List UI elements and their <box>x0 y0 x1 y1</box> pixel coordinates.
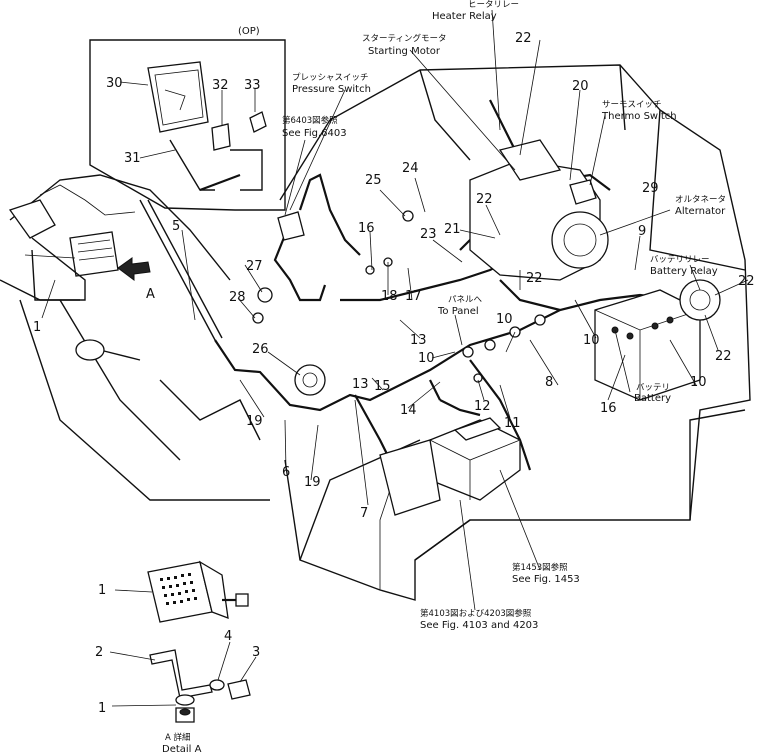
starting-motor-label: Starting Motor <box>368 46 441 57</box>
starting-motor-jp: スターティングモータ <box>362 33 447 44</box>
option-inset: (OP) <box>89 26 286 211</box>
detail-washer <box>209 679 225 691</box>
heater-relay-label: Heater Relay <box>432 11 497 22</box>
pressure-switch-jp: プレッシャスイッチ <box>292 73 369 83</box>
callout-16-upper: 16 <box>358 221 375 236</box>
callout-1-upper: 1 <box>33 320 41 335</box>
callout-22-relay: 22 <box>738 274 755 289</box>
callout-28: 28 <box>229 290 246 305</box>
to-panel-jp: パネルへ <box>448 295 483 305</box>
callout-10-c: 10 <box>418 351 435 366</box>
callout-22-mid: 22 <box>476 192 493 207</box>
callout-12: 12 <box>474 399 491 414</box>
heater-relay-jp: ヒータリレー <box>468 0 519 10</box>
alternator-jp: オルタネータ <box>675 195 726 205</box>
part-numbers: 22 20 30 32 33 31 24 25 29 22 21 5 16 23… <box>33 31 755 716</box>
callout-20: 20 <box>572 79 589 94</box>
battery-part <box>594 289 701 401</box>
callout-31: 31 <box>124 151 141 166</box>
callout-5: 5 <box>172 219 180 234</box>
fuse-panel-part <box>379 439 441 516</box>
see-1453-jp: 第1453図参照 <box>512 562 568 573</box>
callout-9: 9 <box>638 224 646 239</box>
battery-relay-label: Battery Relay <box>650 266 718 277</box>
option-label: (OP) <box>238 26 260 37</box>
callout-8: 8 <box>545 375 553 390</box>
detail-bracket <box>149 649 213 699</box>
callout-25: 25 <box>365 173 382 188</box>
view-arrow-a: A <box>117 257 155 302</box>
detail-a-label: Detail A <box>162 744 202 755</box>
callout-1-detail: 1 <box>98 583 106 598</box>
thermo-switch-jp: サーモスイッチ <box>602 100 662 110</box>
callout-30: 30 <box>106 76 123 91</box>
engine-components <box>469 139 609 281</box>
callout-33: 33 <box>244 78 261 93</box>
callout-23: 23 <box>420 227 437 242</box>
callout-29: 29 <box>642 181 659 196</box>
callout-19-a: 19 <box>246 414 263 429</box>
callout-13-b: 13 <box>352 377 369 392</box>
callout-26: 26 <box>252 342 269 357</box>
see-4103-jp: 第4103図および4203図参照 <box>420 608 532 619</box>
callout-27: 27 <box>246 259 263 274</box>
detail-bolt <box>227 679 251 700</box>
machine-body <box>279 64 751 601</box>
alternator-part <box>551 211 609 269</box>
detail-a-jp: A 詳細 <box>165 732 191 743</box>
callout-15: 15 <box>374 379 391 394</box>
see-6403-label: See Fig.6403 <box>282 128 347 139</box>
see-1453-label: See Fig. 1453 <box>512 574 580 585</box>
callout-14: 14 <box>400 403 417 418</box>
thermo-switch-part <box>569 179 597 205</box>
callout-19-b: 19 <box>304 475 321 490</box>
detail-a-drawing <box>147 560 251 723</box>
callout-22-battery: 22 <box>715 349 732 364</box>
horn-part <box>294 364 326 396</box>
wiring-harness <box>214 99 681 491</box>
callout-24: 24 <box>402 161 419 176</box>
boom-structure <box>0 174 270 501</box>
callout-10-b: 10 <box>583 333 600 348</box>
battery-label: Battery <box>634 393 671 404</box>
callout-16-lower: 16 <box>600 401 617 416</box>
callout-22-engine: 22 <box>526 271 543 286</box>
battery-jp: バッテリ <box>636 383 670 393</box>
callout-13-a: 13 <box>410 333 427 348</box>
mirror-part <box>147 61 209 133</box>
controller-box-part <box>429 417 521 501</box>
leader-lines <box>24 9 749 707</box>
alternator-label: Alternator <box>675 206 726 217</box>
battery-relay-part <box>679 279 721 321</box>
callout-1-lower: 1 <box>98 701 106 716</box>
callout-10-a: 10 <box>496 312 513 327</box>
pressure-switch-part <box>277 211 305 241</box>
thermo-switch-label: Thermo Switch <box>601 111 677 122</box>
callout-17: 17 <box>405 289 422 304</box>
callout-6: 6 <box>282 465 290 480</box>
see-4103-label: See Fig. 4103 and 4203 <box>420 620 538 631</box>
callout-3: 3 <box>252 645 260 660</box>
callout-labels: ヒータリレー Heater Relay スターティングモータ Starting … <box>162 0 726 755</box>
callout-18: 18 <box>381 289 398 304</box>
callout-11: 11 <box>504 416 521 431</box>
to-panel-label: To Panel <box>437 306 479 317</box>
battery-relay-jp: バッテリリレー <box>650 255 710 265</box>
view-a-letter: A <box>146 287 155 302</box>
callout-2: 2 <box>95 645 103 660</box>
hose-clamp-parts <box>252 210 546 383</box>
pressure-switch-label: Pressure Switch <box>292 84 371 95</box>
callout-32: 32 <box>212 78 229 93</box>
callout-22-top: 22 <box>515 31 532 46</box>
callout-7: 7 <box>360 506 368 521</box>
callout-10-d: 10 <box>690 375 707 390</box>
see-6403-jp: 第6403図参照 <box>282 115 338 126</box>
callout-21: 21 <box>444 222 461 237</box>
callout-4: 4 <box>224 629 232 644</box>
work-lamp-upper <box>8 184 136 301</box>
